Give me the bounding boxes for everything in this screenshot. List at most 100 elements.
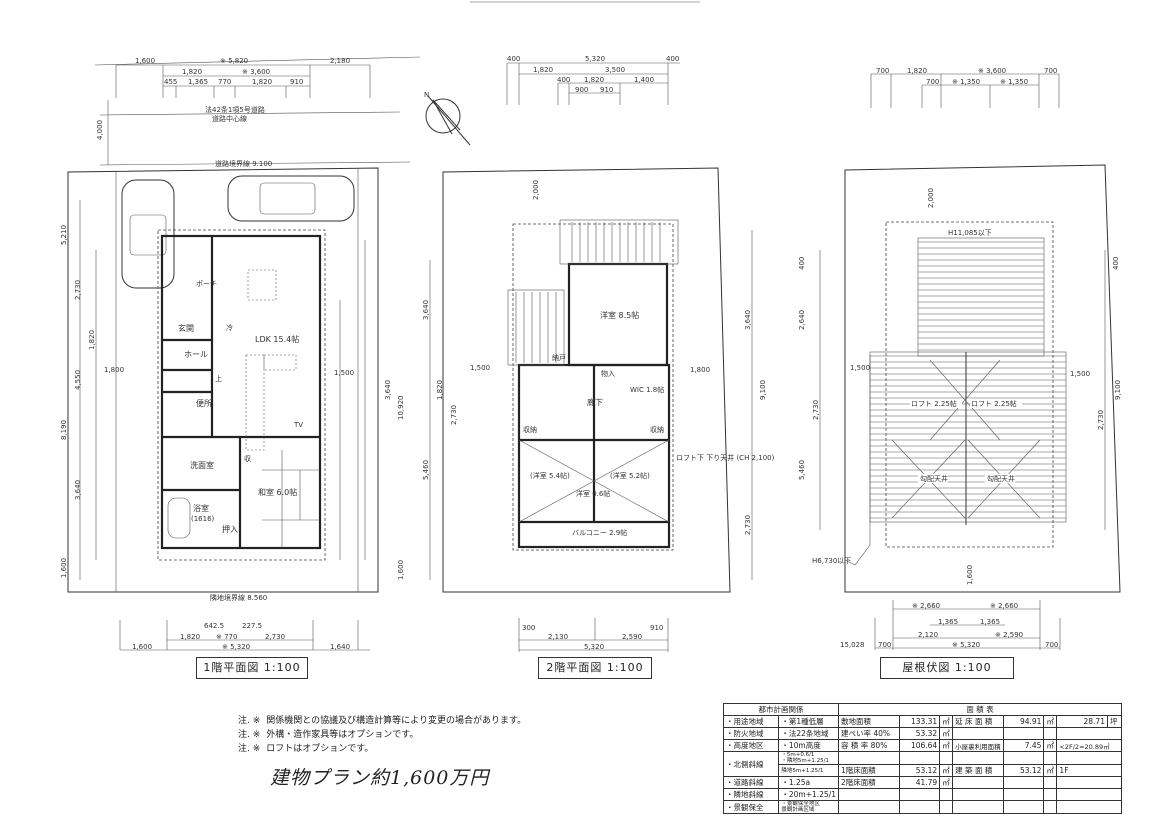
height-limit-label: H11,085以下 [948,229,992,237]
area-label: 敷地面積 [838,715,900,728]
dimension: 3,640 [384,380,392,400]
handwritten-price: 建物プラン約1,600万円 [270,767,490,789]
dimension: 2,130 [548,633,568,641]
dimension: 2,180 [330,57,350,65]
planning-value: ・10m高度 [778,739,839,752]
dimension: 910 [650,624,663,632]
dimension: 8,190 [60,420,68,440]
room-label: 納戸 [552,353,566,362]
dimension: 2,000 [927,188,935,208]
dimension: 9,100 [759,380,767,400]
car-icon [121,179,175,289]
dimension: 2,120 [918,631,938,639]
dimension: 300 [522,624,535,632]
room-label: 収納 [650,425,664,434]
unit: ㎡ [1043,715,1058,728]
room-label: 玄関 [178,323,194,333]
area-label: 1階床面積 [838,764,900,777]
car-icon [227,175,355,222]
svg-text:N: N [424,91,429,99]
planning-value: ・5m+0.6/1・隣地5m+1.25/1 [778,751,839,765]
area-header: 面 積 表 [838,703,1122,716]
area-value: 7.45 [1003,739,1045,752]
room-label: 和室 6.0帖 [258,487,297,497]
planning-label: ・高度地区 [722,739,780,752]
dimension: 1,600 [397,560,405,580]
dimension: 4,000 [96,120,104,140]
dimension: 910 [290,78,303,86]
note-item: 注. ※ 外構・造作家具等はオプションです。 [238,728,532,742]
dimension: 2,640 [798,310,806,330]
dimension: ※ 2,590 [995,631,1023,639]
dimension: 2,730 [450,405,458,425]
area-table: 都市計画関係 面 積 表 ・用途地域 ・第1種低層 敷地面積 133.31 ㎡ … [722,703,1123,814]
area-note: <2F/2=20.89㎡ [1056,739,1122,752]
planning-value: 隣地5m+1.25/1 [778,764,839,777]
height-limit-label: H6,730以下 [812,557,851,565]
floor2-plan: 400 5,320 400 1,820 3,500 400 1,820 1,40… [422,55,775,652]
roof-slats [870,241,1066,519]
dimension: 1,820 [182,68,202,76]
dimension: 400 [507,55,520,63]
area-label: 2階床面積 [838,776,900,789]
note-prefix: 注. ※ [238,730,261,740]
room-label: 便所 [196,398,212,408]
road-label: 法42条1項5号道路 [205,105,265,114]
unit: ㎡ [939,764,954,777]
dimension: 1,820 [436,380,444,400]
note-item: 注. ※ロフトはオプションです。 [238,742,532,756]
dimension: 10,920 [397,396,405,421]
dimension: 1,500 [1070,370,1090,378]
room-label: 収 [244,455,251,463]
site-boundary-label: 隣地境界線 8.560 [210,593,267,602]
dimension: 770 [218,78,231,86]
dimension: 1,500 [334,369,354,377]
room-label: 洋室 8.5帖 [600,310,639,320]
room-label: 勾配天井 [987,474,1015,483]
dimension: ※ 2,660 [990,602,1018,610]
dimension: 400 [1112,257,1120,270]
planning-value-line: ・景観保全地区 [781,801,820,808]
dimension: 1,500 [470,364,490,372]
room-label: (洋室 5.2帖) [610,471,650,480]
dimension: 5,320 [585,55,605,63]
planning-value-line: ・5m+0.6/1 [781,752,815,759]
dimension: 2,000 [532,180,540,200]
dimension: 3,640 [422,300,430,320]
note-text: 外構・造作家具等はオプションです。 [266,730,419,740]
roof-plan: 700 1,820 ※ 3,600 700 700 ※ 1,350 ※ 1,35… [798,67,1122,650]
dimension: 1,365 [188,78,208,86]
dimension: 1,820 [252,78,272,86]
note-prefix: 注. ※ [238,716,261,726]
room-label: 勾配天井 [920,474,948,483]
dimension: ※ 1,350 [1000,78,1028,86]
area-value: 53.12 [898,764,941,777]
dimension: ※ 3,600 [978,67,1006,75]
room-label: バルコニー 2.9帖 [572,528,627,537]
dimension: 1,600 [60,558,68,578]
dimension: 700 [1045,641,1058,649]
bathtub-icon [167,497,191,539]
area-value: 106.64 [898,739,941,752]
planning-value-line: ・隣地5m+1.25/1 [781,758,829,764]
dimension: 1,365 [980,618,1000,626]
road-center-label: 道路中心線 [212,114,247,123]
planning-label: ・北側斜線 [722,751,780,777]
area-label: 建ぺい率 40% [838,727,900,740]
roof-plan-title: 屋根伏図 1:100 [880,657,1014,679]
dimension: 1,820 [88,330,96,350]
dimension: 1,640 [330,643,350,651]
area-value: 41.79 [898,776,941,789]
notes: 注. ※関係機関との協議及び構造計算等により変更の場合があります。 注. ※ 外構… [238,714,532,756]
dimension: 227.5 [242,622,262,630]
planning-value-line: 景観計画区域 [781,807,815,813]
dimension: 700 [1044,67,1057,75]
dimension: 2,590 [622,633,642,641]
dimension: 400 [798,257,806,270]
room-label: ポーチ [196,280,217,288]
note-item: 注. ※関係機関との協議及び構造計算等により変更の場合があります。 [238,714,532,728]
dimension: 400 [557,76,570,84]
dimension: 1,820 [907,67,927,75]
dimension: 400 [666,55,679,63]
